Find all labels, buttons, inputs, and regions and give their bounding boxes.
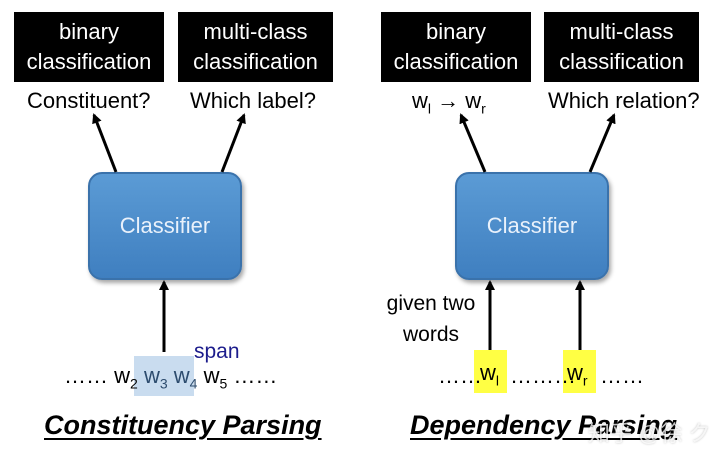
dots: …… bbox=[600, 363, 644, 388]
box-line: classification bbox=[559, 49, 684, 74]
box-line: binary bbox=[59, 19, 119, 44]
arrow-to-which-relation bbox=[588, 113, 616, 173]
word-sequence-left: …… w2 w3 w4 w5 …… bbox=[64, 363, 277, 391]
word-w4: w4 bbox=[173, 363, 198, 392]
word-wr-highlight bbox=[563, 350, 596, 393]
arrow-to-which-label bbox=[220, 113, 246, 173]
box-line: classification bbox=[393, 49, 519, 74]
watermark: 知乎 @徐 ク bbox=[588, 421, 711, 446]
caption-constituency-parsing: Constituency Parsing bbox=[44, 410, 322, 440]
multiclass-question-right: Which relation? bbox=[548, 88, 700, 113]
box-line: classification bbox=[26, 49, 152, 74]
arrow-to-constituent bbox=[92, 113, 118, 173]
classifier-label: Classifier bbox=[119, 213, 211, 238]
span-highlight bbox=[134, 356, 194, 396]
box-line: multi-class bbox=[569, 19, 674, 44]
classifier-box-left: Classifier bbox=[88, 172, 242, 280]
binary-question-left: Constituent? bbox=[27, 88, 151, 113]
classifier-label: Classifier bbox=[486, 213, 578, 238]
arrow-to-wl-wr bbox=[459, 113, 487, 173]
box-line: binary bbox=[426, 19, 486, 44]
binary-question-right: wl → wr bbox=[412, 88, 486, 117]
word-w3: w3 bbox=[143, 363, 168, 392]
dots: ……… bbox=[510, 363, 576, 388]
caption-dependency-parsing: Dependency Parsing bbox=[410, 410, 678, 440]
dots: …… bbox=[233, 363, 278, 388]
word-wl: wl bbox=[480, 360, 500, 389]
multiclass-question-left: Which label? bbox=[190, 88, 316, 113]
dots: …… bbox=[438, 363, 482, 388]
word-wl-highlight bbox=[474, 350, 507, 393]
right-arrow-glyph: → bbox=[437, 88, 460, 113]
box-line: multi-class bbox=[203, 19, 308, 44]
word-w5: w5 bbox=[203, 363, 228, 392]
word-wr: wr bbox=[567, 360, 588, 389]
binary-classification-box-left: binary classification bbox=[14, 12, 164, 82]
multiclass-classification-box-right: multi-class classification bbox=[544, 12, 699, 82]
dots: …… bbox=[64, 363, 108, 388]
binary-classification-box-right: binary classification bbox=[381, 12, 531, 82]
span-label: span bbox=[194, 340, 240, 363]
box-line: classification bbox=[193, 49, 318, 74]
classifier-box-right: Classifier bbox=[455, 172, 609, 280]
word-w2: w2 bbox=[114, 363, 138, 392]
multiclass-classification-box-left: multi-class classification bbox=[178, 12, 333, 82]
given-two-words-label: given two words bbox=[386, 292, 476, 346]
